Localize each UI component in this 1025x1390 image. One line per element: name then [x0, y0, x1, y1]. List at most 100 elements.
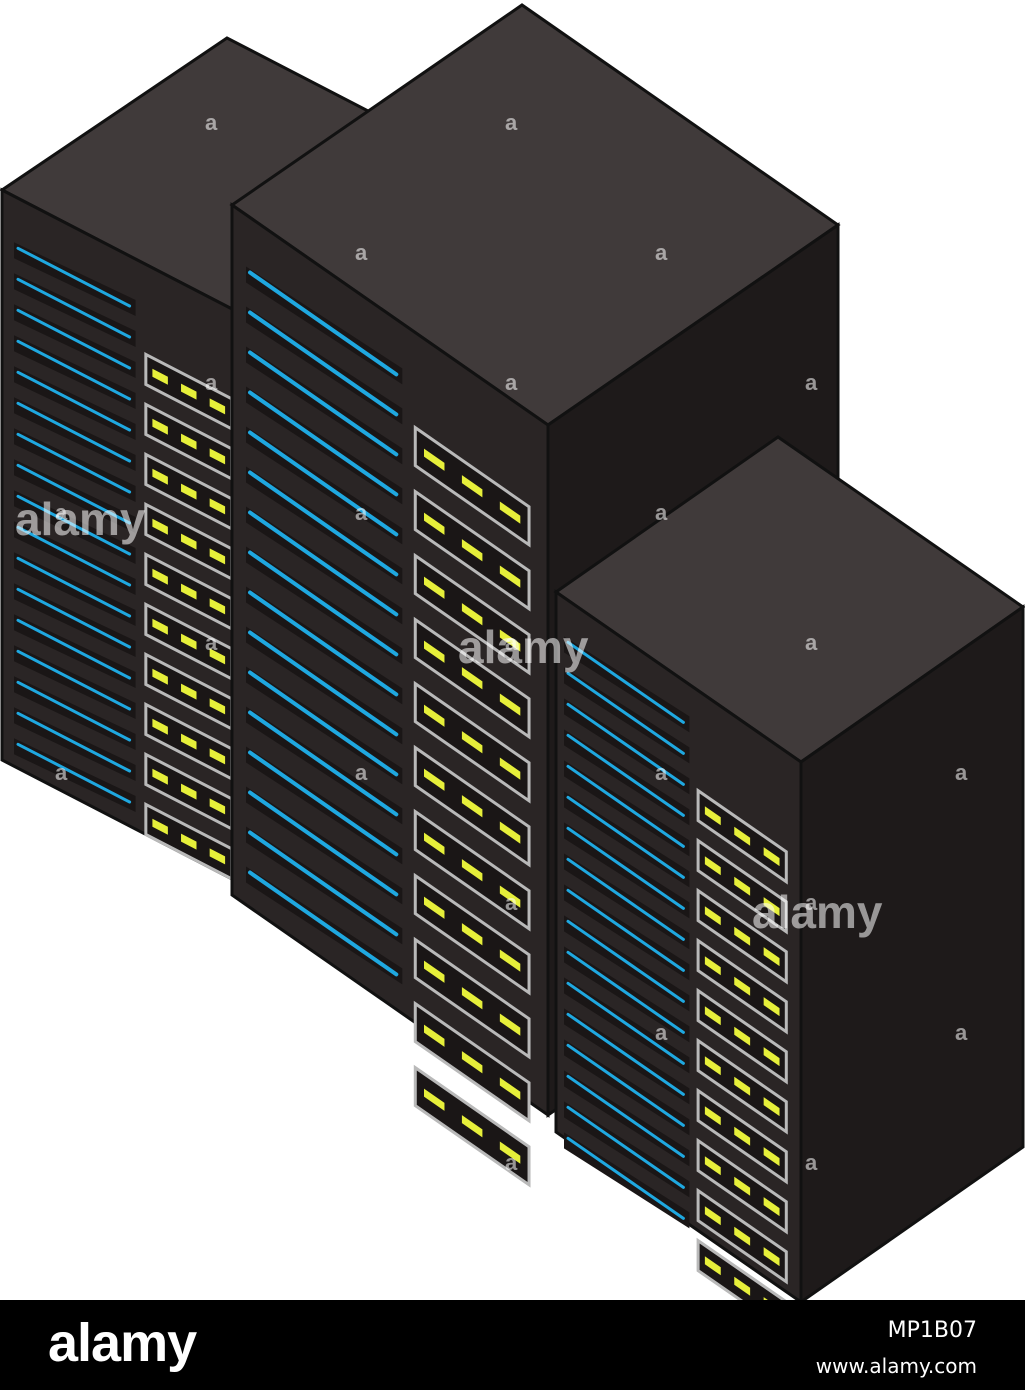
drive-bay	[696, 1237, 787, 1300]
status-led	[499, 1013, 521, 1036]
status-led	[734, 926, 751, 946]
status-led	[424, 1088, 445, 1111]
status-led	[181, 533, 197, 550]
status-led	[704, 1106, 721, 1126]
status-led	[209, 548, 226, 565]
status-led	[499, 565, 521, 588]
watermark-word: alamy	[458, 621, 589, 673]
vent-light	[248, 550, 399, 657]
vent-light	[248, 310, 399, 417]
status-led	[152, 768, 168, 785]
status-led	[734, 976, 751, 996]
vent-light	[566, 888, 685, 972]
watermark-letter: a	[205, 890, 218, 915]
vent-light	[566, 671, 685, 755]
status-led	[152, 668, 168, 685]
status-led	[461, 1115, 483, 1138]
status-led	[152, 568, 168, 585]
watermark-letter: a	[805, 890, 818, 915]
watermark-letter: a	[655, 760, 668, 785]
brand-logo: alamy	[48, 1313, 197, 1373]
watermark-word: alamy	[752, 886, 883, 938]
status-led	[499, 501, 521, 524]
server-rack-front-right	[553, 435, 1025, 1300]
vent-light	[16, 680, 132, 742]
status-led	[209, 798, 226, 815]
status-led	[763, 997, 780, 1017]
vent-light	[566, 826, 685, 910]
watermark-letter: a	[505, 890, 518, 915]
vent-light	[16, 587, 132, 649]
status-led	[209, 498, 226, 515]
watermark-letter: a	[655, 500, 668, 525]
vent-light	[16, 432, 132, 494]
status-led	[181, 833, 197, 850]
watermark-letter: a	[55, 500, 68, 525]
status-led	[209, 698, 226, 715]
status-led	[152, 468, 168, 485]
status-led	[181, 483, 197, 500]
vent-light	[566, 1074, 685, 1158]
status-led	[424, 1024, 445, 1047]
vent-light	[16, 556, 132, 618]
status-led	[209, 648, 226, 665]
status-led	[424, 960, 445, 983]
status-led	[763, 897, 780, 917]
image-id: MP1B07	[887, 1318, 977, 1343]
status-led	[209, 848, 226, 865]
watermark-letter: a	[805, 370, 818, 395]
status-led	[461, 923, 483, 946]
status-led	[152, 418, 168, 435]
status-led	[734, 1076, 751, 1096]
vent-light	[566, 981, 685, 1065]
status-led	[461, 731, 483, 754]
vent-light	[16, 401, 132, 463]
watermark-letter: a	[905, 500, 918, 525]
watermark-letter: a	[655, 240, 668, 265]
status-led	[181, 633, 197, 650]
vent-light	[248, 470, 399, 577]
vent-light	[16, 742, 132, 804]
status-led	[461, 539, 483, 562]
watermark-letter: a	[805, 1150, 818, 1175]
status-led	[461, 667, 483, 690]
vent-light	[566, 1012, 685, 1096]
status-led	[704, 1006, 721, 1026]
status-led	[763, 847, 780, 867]
vent-light	[16, 494, 132, 556]
status-led	[499, 1141, 521, 1164]
status-led	[704, 906, 721, 926]
status-led	[209, 748, 226, 765]
watermark-letter: a	[205, 630, 218, 655]
vent-light	[248, 870, 399, 977]
status-led	[499, 693, 521, 716]
watermark-letter: a	[355, 500, 368, 525]
status-led	[763, 947, 780, 967]
status-led	[209, 448, 226, 465]
watermark-letter: a	[505, 630, 518, 655]
watermark-letter: a	[955, 760, 968, 785]
vent-light	[16, 370, 132, 432]
status-led	[499, 629, 521, 652]
status-led	[499, 1077, 521, 1100]
watermark-letter: a	[505, 1150, 518, 1175]
watermark-letter: a	[655, 1020, 668, 1045]
watermark-letter: a	[205, 370, 218, 395]
status-led	[734, 1026, 751, 1046]
vent-light	[248, 630, 399, 737]
status-led	[499, 885, 521, 908]
status-led	[734, 1226, 751, 1246]
vent-light	[248, 510, 399, 617]
vent-light	[566, 1105, 685, 1189]
status-led	[763, 1097, 780, 1117]
vent-light	[248, 270, 399, 377]
status-led	[424, 576, 445, 599]
status-led	[181, 783, 197, 800]
status-led	[704, 1206, 721, 1226]
status-led	[704, 956, 721, 976]
status-led	[152, 518, 168, 535]
status-led	[763, 1047, 780, 1067]
vent-light	[248, 830, 399, 937]
